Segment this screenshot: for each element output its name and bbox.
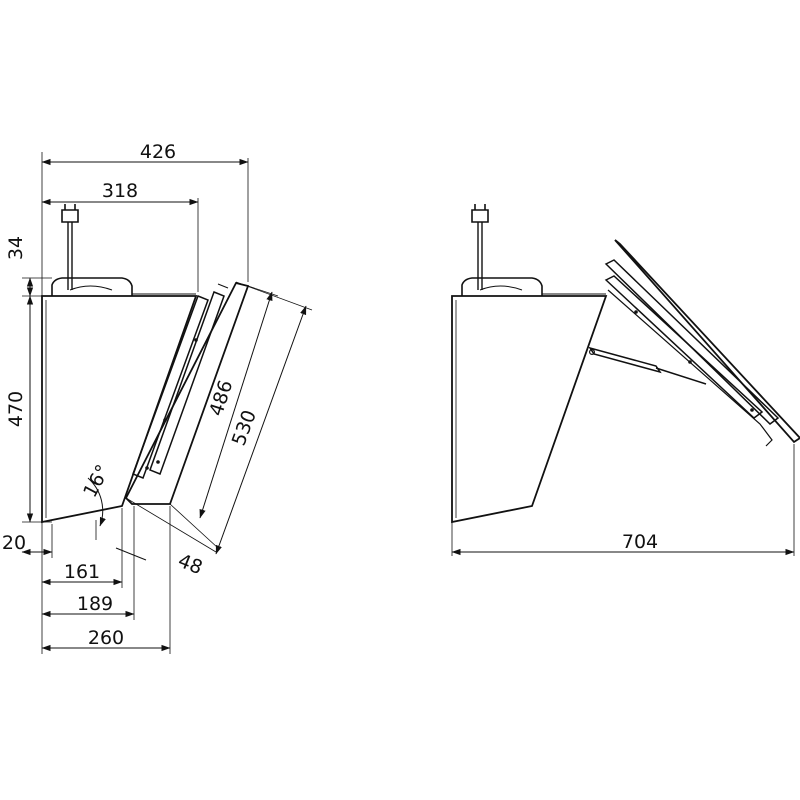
extension-lines xyxy=(22,152,313,654)
dim-bottom-offset: 20 xyxy=(2,532,26,554)
plug-icon xyxy=(471,204,489,290)
dim-angle: 16° xyxy=(79,461,114,501)
glass-panel xyxy=(604,239,800,447)
dim-body-width: 318 xyxy=(102,180,138,202)
hood-body xyxy=(451,295,608,524)
motor-cover xyxy=(51,277,133,296)
dimension-lines xyxy=(451,444,795,556)
dim-top-offset: 34 xyxy=(5,236,27,260)
open-view: 704 xyxy=(451,204,800,556)
dim-open-width: 704 xyxy=(622,531,658,553)
hood-body xyxy=(41,295,198,524)
motor-cover xyxy=(461,277,543,296)
dim-body-height: 470 xyxy=(5,391,27,427)
plug-icon xyxy=(61,204,79,290)
dim-glass-length-inner: 486 xyxy=(205,378,237,419)
gas-strut xyxy=(588,346,707,385)
dim-overall-width: 426 xyxy=(140,141,176,163)
dim-depth-189: 189 xyxy=(77,593,113,615)
dimension-lines xyxy=(21,158,307,652)
closed-view: 426 318 34 470 486 530 16° 20 161 189 26… xyxy=(2,141,313,654)
dim-depth-260: 260 xyxy=(88,627,124,649)
dim-depth-161: 161 xyxy=(64,561,100,583)
dim-glass-thickness: 48 xyxy=(175,550,206,579)
